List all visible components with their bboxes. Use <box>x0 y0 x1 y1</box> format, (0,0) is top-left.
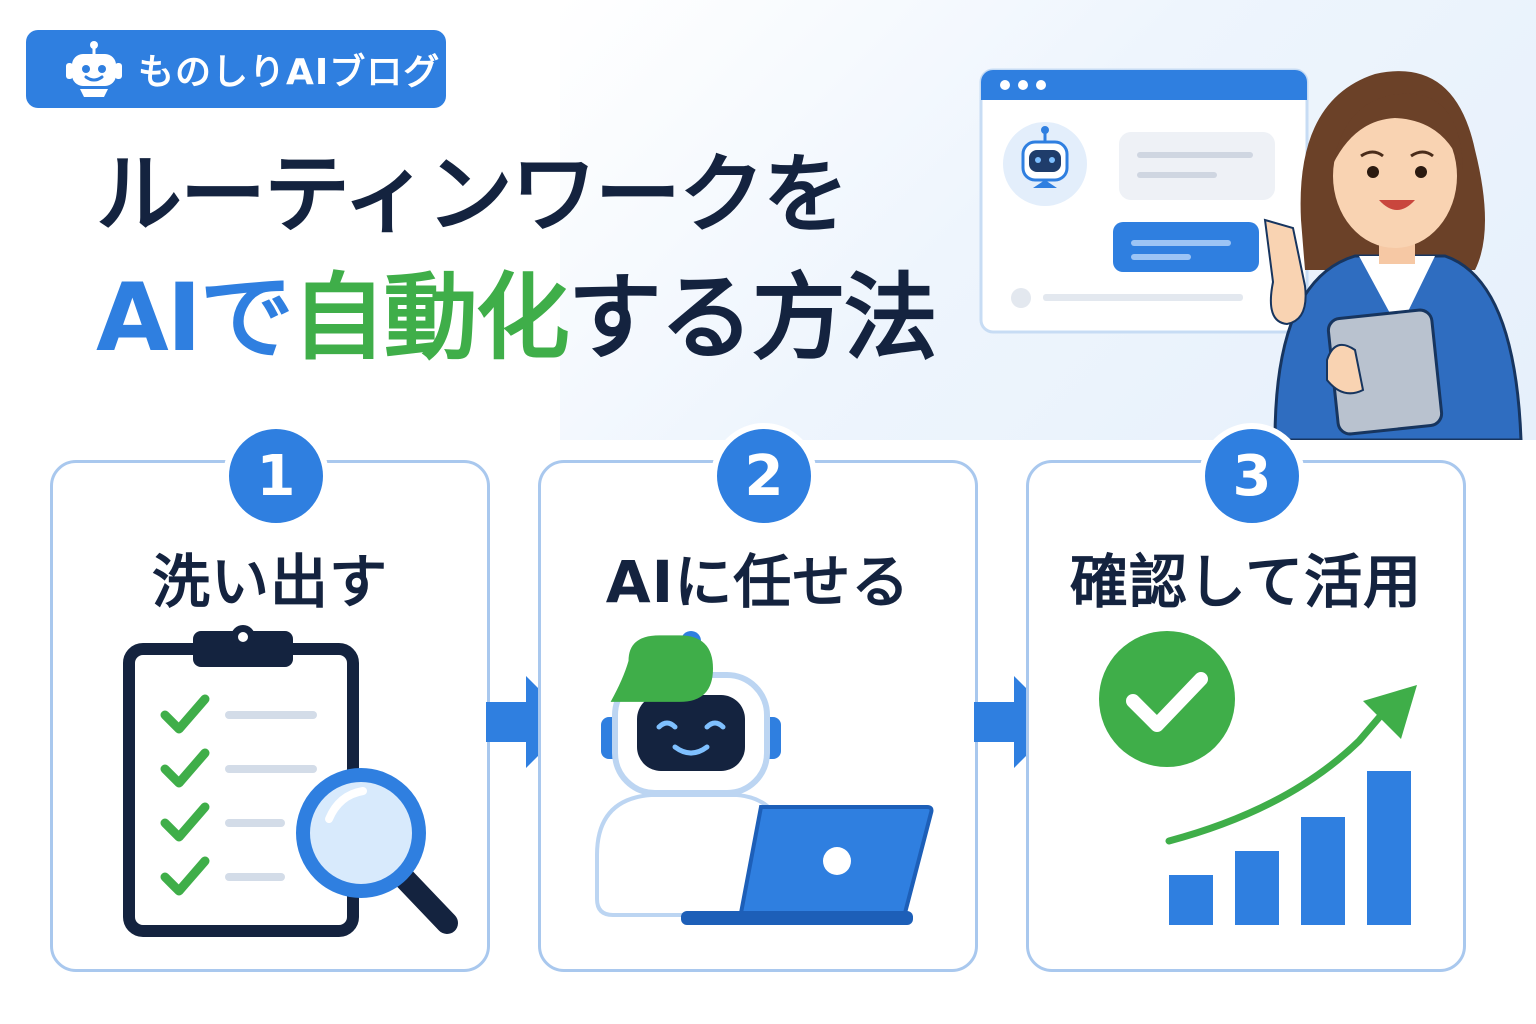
step-number-3: 3 <box>1199 423 1305 529</box>
step-card-1: 1 洗い出す <box>50 423 490 972</box>
title-rest: する方法 <box>567 264 938 373</box>
title-highlight: 自動化 <box>291 264 570 373</box>
step-card-3: 3 確認して活用 <box>1026 423 1466 972</box>
step-label-3: 確認して活用 <box>1069 548 1423 616</box>
badge-text: ものしりAIブログ <box>138 52 441 93</box>
robot-icon <box>66 41 122 97</box>
arrow-right-icon <box>974 676 1060 768</box>
title-de: で <box>199 264 294 373</box>
step-number-2: 2 <box>711 423 817 529</box>
blog-badge: ものしりAIブログ <box>26 30 446 108</box>
bar-chart-icon <box>1169 771 1411 925</box>
title-ai: AI <box>96 264 202 373</box>
step-label-1: 洗い出す <box>151 548 388 616</box>
chat-window-icon <box>979 68 1309 334</box>
step-card-2: 2 AIに任せる <box>538 423 978 972</box>
hero-illustration <box>979 68 1523 440</box>
page-title-line2: AIで自動化する方法 <box>96 272 938 366</box>
step-label-2: AIに任せる <box>605 548 911 616</box>
step-number-1: 1 <box>223 423 329 529</box>
growth-chart-icon <box>1099 631 1417 925</box>
woman-presenter-icon <box>1263 71 1523 440</box>
robot-laptop-icon <box>595 631 934 925</box>
arrow-right-icon <box>486 676 572 768</box>
clipboard-checklist-icon <box>123 625 458 937</box>
checkmark-circle-icon <box>1099 631 1235 767</box>
page-title-line1: ルーティンワークを <box>96 145 849 245</box>
